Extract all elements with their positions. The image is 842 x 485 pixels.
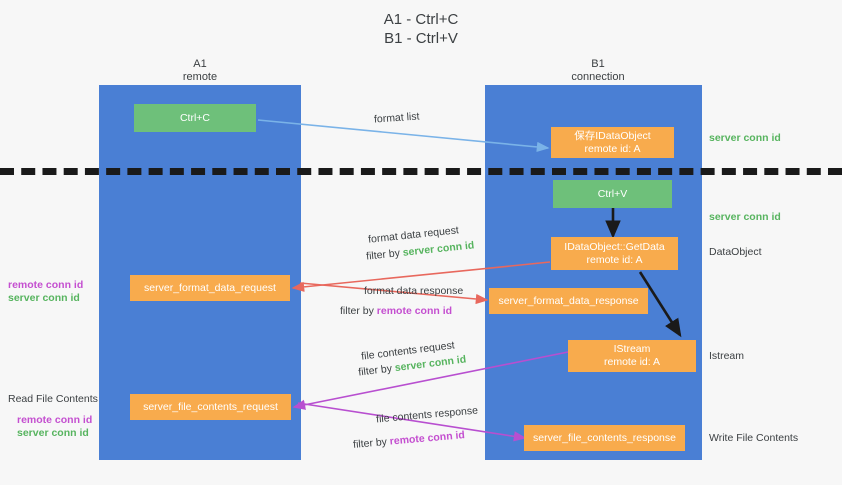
box-ctrl-v[interactable]: Ctrl+V	[553, 180, 672, 208]
right-label-server-conn-id-1: server conn id	[709, 132, 781, 144]
box-server-format-data-response[interactable]: server_format_data_response	[489, 288, 648, 314]
column-a1-name: A1	[193, 58, 207, 70]
column-b1-sub: connection	[571, 71, 625, 83]
box-save-idataobject[interactable]: 保存IDataObject remote id: A	[551, 127, 674, 158]
left-label-server-conn-id-1: server conn id	[8, 292, 80, 304]
edge-filter-file-contents-response: filter by remote conn id	[353, 429, 466, 452]
box-server-file-contents-request[interactable]: server_file_contents_request	[130, 394, 291, 420]
left-label-remote-conn-id-2: remote conn id	[17, 414, 93, 426]
box-server-format-data-response-label: server_format_data_response	[498, 294, 639, 307]
box-getdata-line1: IDataObject::GetData	[564, 240, 665, 253]
title-line-1: A1 - Ctrl+C	[383, 11, 459, 28]
box-idataobject-getdata[interactable]: IDataObject::GetData remote id: A	[551, 237, 678, 270]
right-label-dataobject: DataObject	[709, 246, 762, 258]
box-server-file-contents-response-label: server_file_contents_response	[532, 431, 676, 444]
page-title: A1 - Ctrl+C B1 - Ctrl+V	[0, 10, 842, 48]
right-label-istream: Istream	[709, 350, 745, 362]
box-ctrl-c[interactable]: Ctrl+C	[134, 104, 256, 132]
box-server-format-data-request-label: server_format_data_request	[144, 281, 276, 294]
box-server-file-contents-response[interactable]: server_file_contents_response	[524, 425, 685, 451]
box-getdata-line2: remote id: A	[586, 253, 643, 266]
box-istream[interactable]: IStream remote id: A	[568, 340, 696, 372]
title-line-2: B1 - Ctrl+V	[384, 30, 458, 47]
left-label-remote-conn-id-1: remote conn id	[8, 279, 84, 291]
right-label-server-conn-id-2: server conn id	[709, 211, 781, 223]
column-header-b1: B1 connection	[538, 58, 658, 84]
column-b1-name: B1	[591, 58, 605, 70]
box-server-file-contents-request-label: server_file_contents_request	[143, 400, 278, 413]
box-istream-line1: IStream	[613, 343, 651, 355]
term-server-conn-id-1: server conn id	[402, 239, 475, 259]
box-istream-line2: remote id: A	[603, 356, 661, 368]
left-label-server-conn-id-2: server conn id	[17, 427, 89, 439]
box-save-idataobject-line1: 保存IDataObject	[574, 129, 651, 142]
column-a1-sub: remote	[182, 71, 218, 83]
filter-by-text-4: filter by	[352, 435, 388, 451]
box-ctrl-c-line1: Ctrl+C	[179, 111, 211, 124]
column-header-a1: A1 remote	[140, 58, 260, 84]
filter-by-text-3: filter by	[357, 362, 393, 379]
edge-label-file-contents-response: file contents response	[375, 404, 479, 426]
term-remote-conn-id-2: remote conn id	[389, 429, 466, 448]
edge-filter-format-data-response: filter by remote conn id	[340, 305, 452, 318]
filter-by-text-1: filter by	[365, 247, 401, 263]
filter-by-text-2: filter by	[340, 305, 374, 317]
edge-label-format-data-response: format data response	[364, 285, 464, 297]
box-save-idataobject-line2: remote id: A	[584, 142, 641, 155]
box-server-format-data-request[interactable]: server_format_data_request	[130, 275, 290, 301]
right-label-write-file-contents: Write File Contents	[709, 432, 799, 444]
left-label-read-file-contents: Read File Contents	[8, 393, 98, 405]
box-ctrl-v-line1: Ctrl+V	[597, 187, 628, 200]
phase-divider	[0, 168, 842, 175]
term-remote-conn-id-1: remote conn id	[376, 305, 453, 317]
edge-label-format-list: format list	[373, 110, 420, 126]
